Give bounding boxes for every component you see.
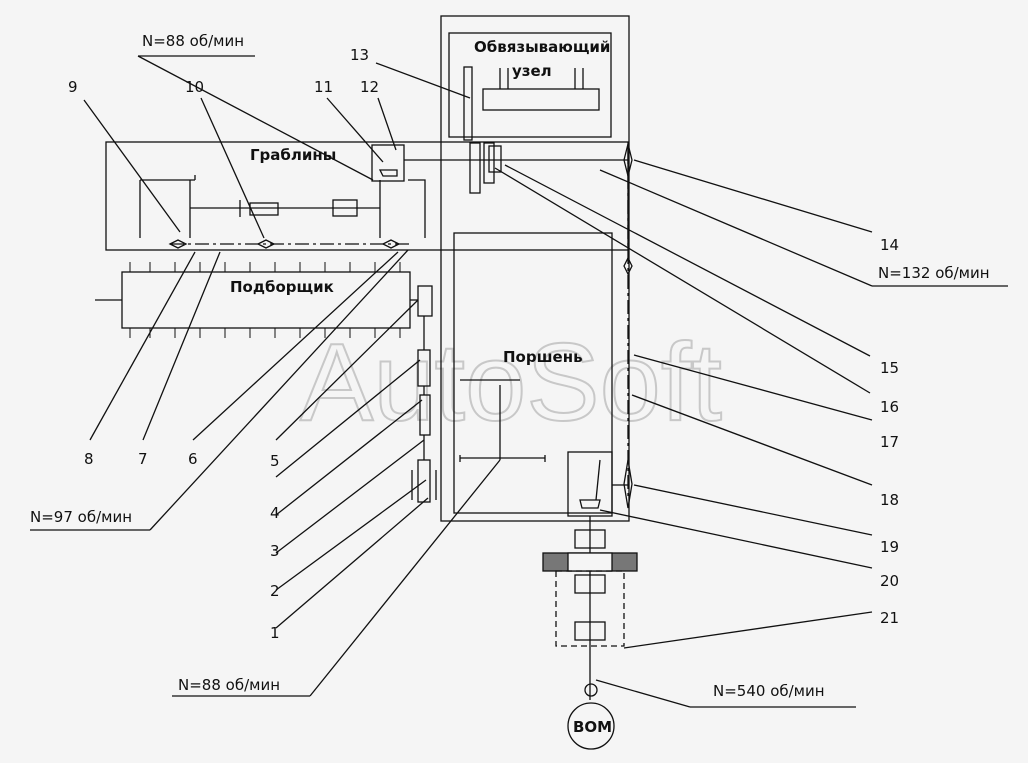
- callout-3: 3: [270, 542, 280, 560]
- piston-block: [453, 232, 613, 514]
- callout-14: 14: [880, 236, 899, 254]
- pickup-tines: [129, 262, 401, 338]
- speed-right-top: N=132 об/мин: [878, 264, 990, 282]
- binder-label-2: узел: [512, 62, 552, 80]
- main-frame: [440, 15, 630, 522]
- pickup-label: Подборщик: [230, 278, 334, 296]
- speed-pto: N=540 об/мин: [713, 682, 825, 700]
- rake-block: [105, 141, 629, 251]
- callout-15: 15: [880, 359, 899, 377]
- pto-label: ВОМ: [573, 718, 612, 736]
- callout-16: 16: [880, 398, 899, 416]
- binder-block: [448, 32, 612, 138]
- callout-1: 1: [270, 624, 280, 642]
- callout-11: 11: [314, 78, 333, 96]
- callout-17: 17: [880, 433, 899, 451]
- callout-9: 9: [68, 78, 78, 96]
- callout-21: 21: [880, 609, 899, 627]
- speed-top: N=88 об/мин: [142, 32, 244, 50]
- watermark: AutoSoft: [300, 321, 722, 444]
- callout-13: 13: [350, 46, 369, 64]
- callout-2: 2: [270, 582, 280, 600]
- callout-12: 12: [360, 78, 379, 96]
- callout-10: 10: [185, 78, 204, 96]
- callout-5: 5: [270, 452, 280, 470]
- callout-18: 18: [880, 491, 899, 509]
- speed-bottom: N=88 об/мин: [178, 676, 280, 694]
- callout-19: 19: [880, 538, 899, 556]
- callout-7: 7: [138, 450, 148, 468]
- callout-20: 20: [880, 572, 899, 590]
- callout-8: 8: [84, 450, 94, 468]
- callout-4: 4: [270, 504, 280, 522]
- speed-left: N=97 об/мин: [30, 508, 132, 526]
- callout-6: 6: [188, 450, 198, 468]
- piston-label: Поршень: [503, 348, 583, 366]
- pto-circle: [567, 702, 615, 750]
- rake-label: Граблины: [250, 146, 336, 164]
- binder-label-1: Обвязывающий: [474, 38, 610, 56]
